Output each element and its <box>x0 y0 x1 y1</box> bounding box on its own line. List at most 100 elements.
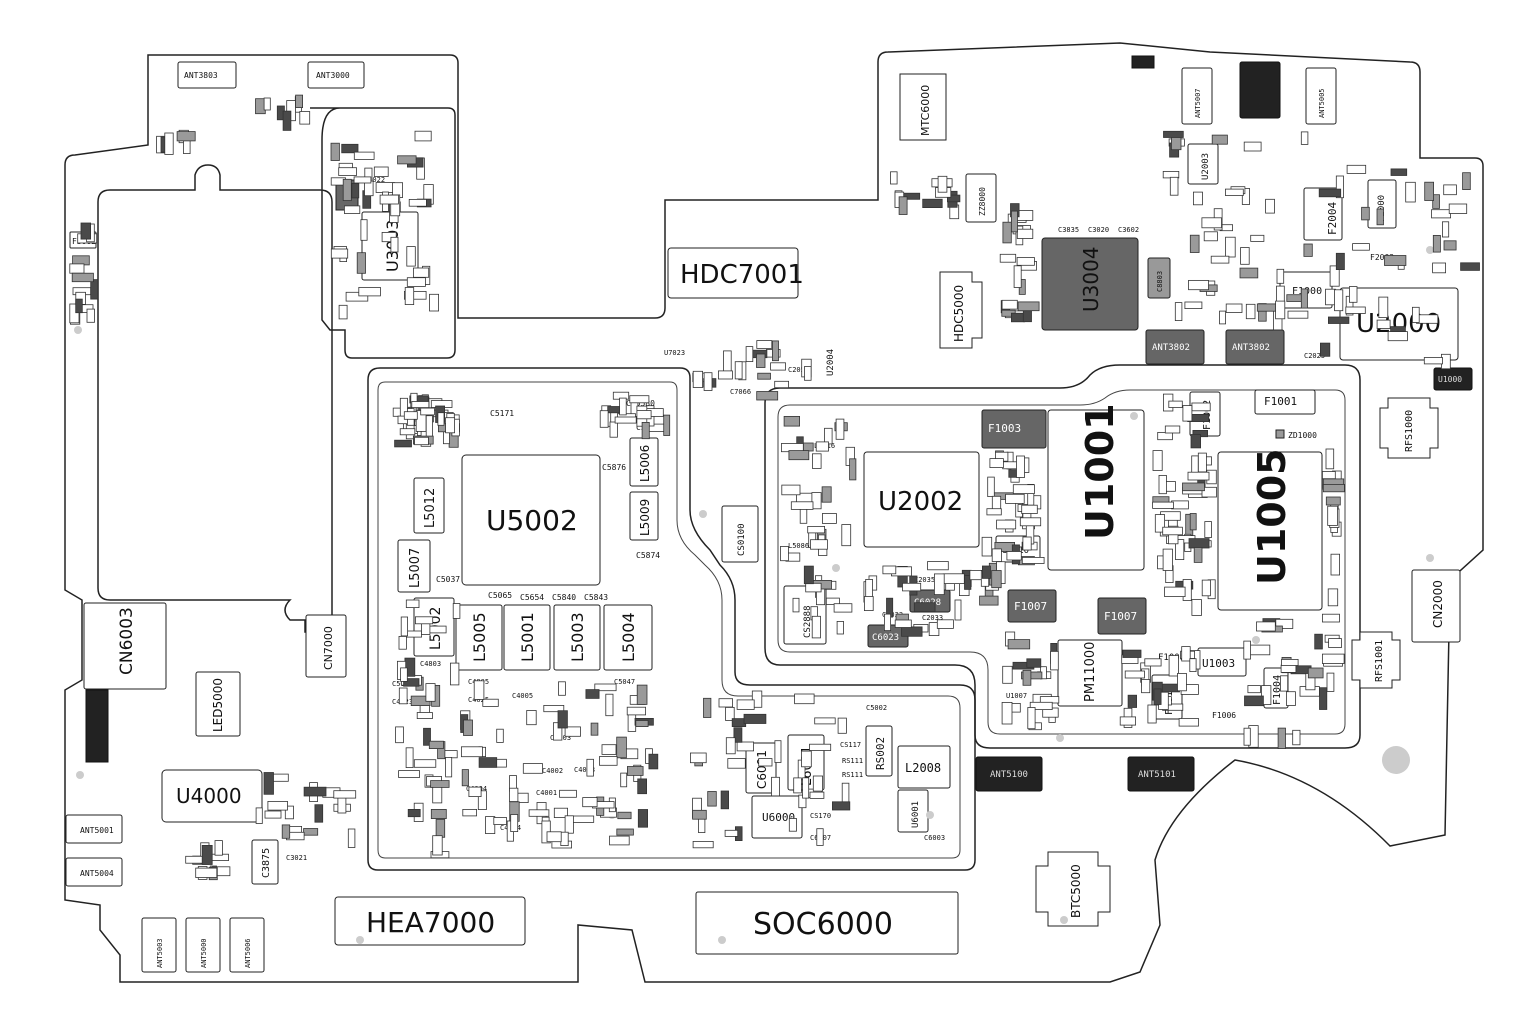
smd-component <box>1017 301 1040 312</box>
smd-component <box>756 353 766 368</box>
rs111b-label: RS111 <box>842 771 863 779</box>
smd-component <box>342 178 352 202</box>
smd-component <box>1423 357 1443 365</box>
smd-component <box>1189 234 1200 253</box>
c2035-label: C2035 <box>914 576 935 584</box>
smd-component <box>176 131 196 142</box>
smd-component <box>774 380 790 389</box>
mtc6000-label: MTC6000 <box>919 85 932 136</box>
ant5007-part <box>1181 67 1213 125</box>
ant3803-label: ANT3803 <box>184 71 218 80</box>
c3020-label: C3020 <box>1088 226 1109 234</box>
l5005-inductor <box>455 604 503 671</box>
l5004-inductor <box>603 604 653 671</box>
smd-component <box>1325 496 1341 506</box>
u5002-label: U5002 <box>486 504 578 537</box>
smd-component <box>1424 181 1434 201</box>
smd-component <box>1239 267 1259 279</box>
l5007-label: L5007 <box>408 548 423 588</box>
ant5007-label: ANT5007 <box>1194 88 1202 118</box>
smd-component <box>1247 685 1261 694</box>
c5876-label: C5876 <box>602 463 626 472</box>
led5000-box <box>195 671 241 737</box>
smd-component <box>1322 653 1345 664</box>
smd-component <box>788 450 810 461</box>
cs2888-label: CS2888 <box>803 605 813 638</box>
c3602-label: C3602 <box>1118 226 1139 234</box>
c5843-label: C5843 <box>584 593 608 602</box>
test-point <box>1252 636 1260 644</box>
smd-component <box>703 697 712 718</box>
smd-component <box>996 519 1017 530</box>
smd-component <box>617 811 632 820</box>
smd-component <box>397 155 417 165</box>
smd-component <box>1001 702 1013 725</box>
smd-component <box>1201 486 1217 498</box>
smd-component <box>437 412 445 426</box>
u2000-chip <box>1339 287 1459 361</box>
smd-component <box>571 815 595 823</box>
smd-component <box>462 809 477 817</box>
u5002-chip <box>461 454 601 586</box>
smd-component <box>414 436 429 446</box>
smd-component <box>792 597 800 613</box>
smd-component <box>1431 209 1452 219</box>
u1001-inner-shield <box>777 389 1346 735</box>
l2008-part <box>897 745 951 789</box>
smd-component <box>1191 402 1211 412</box>
smd-component <box>75 298 83 314</box>
hdc5000-label: HDC5000 <box>952 285 966 342</box>
ant3803-part <box>177 61 237 89</box>
u2004-label: U2004 <box>826 349 836 376</box>
l5009-inductor <box>629 491 659 541</box>
smd-component <box>1280 675 1289 692</box>
smd-component <box>1190 434 1202 449</box>
smd-component <box>1158 474 1167 495</box>
smd-component <box>810 539 828 550</box>
ant5006-part <box>229 917 265 973</box>
smd-component <box>408 198 427 207</box>
smd-component <box>1328 638 1342 648</box>
f2000-part <box>1367 179 1397 229</box>
smd-component <box>1005 493 1025 504</box>
smd-component <box>1325 288 1336 306</box>
smd-component <box>1245 303 1256 320</box>
u3004-label: U3004 <box>1079 246 1103 312</box>
smd-component <box>416 712 433 719</box>
smd-component <box>1022 669 1032 686</box>
smd-component <box>1460 262 1480 271</box>
smd-component <box>333 790 357 799</box>
smd-component <box>1210 255 1230 264</box>
smd-component <box>400 616 409 637</box>
smd-component <box>1204 521 1212 538</box>
test-point <box>699 510 707 518</box>
smd-component <box>841 782 850 804</box>
smd-component <box>1141 679 1151 694</box>
u1001-label: U1001 <box>1078 403 1122 540</box>
smd-component <box>619 397 627 416</box>
u1000-chip <box>1433 367 1473 391</box>
f1007a-label: F1007 <box>1014 600 1047 613</box>
hea7000-box <box>334 896 526 946</box>
smd-component <box>1300 131 1309 145</box>
smd-component <box>1352 243 1370 251</box>
smd-component <box>803 565 814 585</box>
ant5100-label: ANT5100 <box>990 770 1028 780</box>
f1006-label: F1006 <box>1212 711 1236 720</box>
smd-component <box>1462 172 1471 190</box>
smd-component <box>403 678 420 687</box>
smd-component <box>1286 691 1296 706</box>
c5002-label: C5002 <box>866 704 887 712</box>
c5654-label: C5654 <box>520 593 544 602</box>
smd-component <box>463 719 473 736</box>
smd-component <box>629 395 650 404</box>
smd-component <box>522 763 543 774</box>
u6000-label: U6000 <box>762 811 795 824</box>
soc6000-box <box>695 891 959 955</box>
smd-component <box>901 626 923 637</box>
smd-component <box>1178 718 1199 727</box>
smd-component <box>1261 685 1272 705</box>
smd-component <box>585 689 600 699</box>
c3875-label: C3875 <box>261 848 272 878</box>
c7066-label: C7066 <box>730 388 751 396</box>
